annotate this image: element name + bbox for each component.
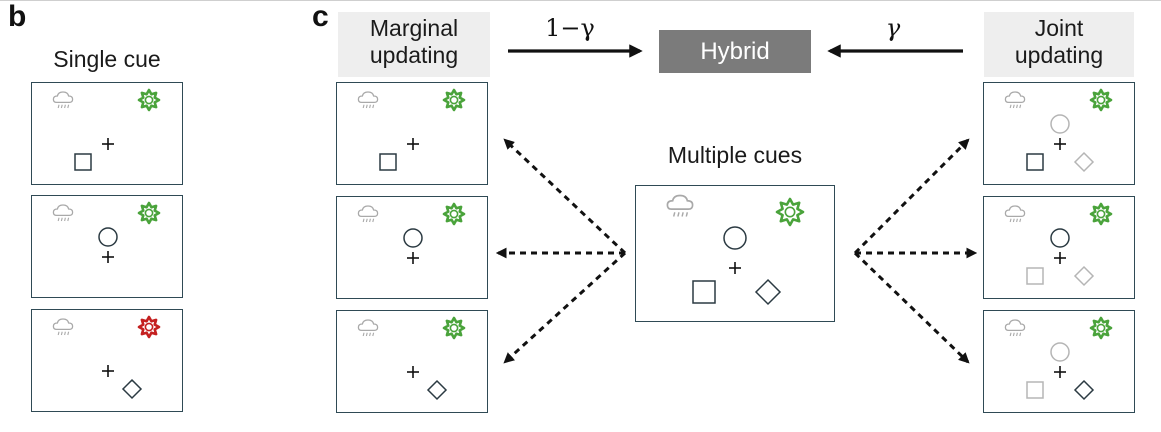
- circle-stimulus: [1050, 114, 1070, 134]
- sun-core: [449, 209, 459, 219]
- diamond-stimulus: [426, 379, 448, 401]
- circle-stimulus: [723, 226, 747, 250]
- panel-c-letter: c: [312, 0, 329, 33]
- multiple-cues-title: Multiple cues: [667, 142, 803, 168]
- diamond-stimulus: [754, 278, 782, 306]
- square-stimulus: [379, 153, 397, 171]
- rain-cloud-icon: [357, 319, 379, 337]
- sun-core: [144, 322, 154, 332]
- hybrid-box: Hybrid: [659, 30, 811, 73]
- panel-b-letter: b: [8, 0, 27, 33]
- rain-cloud-icon: [1004, 205, 1026, 223]
- rain-cloud-icon: [52, 318, 74, 336]
- square-stimulus: [74, 153, 92, 171]
- marginal-label-line2: updating: [369, 42, 459, 68]
- diamond-stimulus: [1073, 151, 1095, 173]
- joint-label-line1: Joint: [1034, 15, 1084, 41]
- sun-core: [1096, 323, 1106, 333]
- diamond-stimulus: [121, 378, 143, 400]
- rain-cloud-icon: [52, 91, 74, 109]
- sun-icon: [775, 197, 805, 227]
- sun-core: [449, 323, 459, 333]
- sun-icon: [1089, 88, 1113, 112]
- rain-cloud-icon: [1004, 319, 1026, 337]
- joint-updating-label: Joint updating: [984, 12, 1134, 77]
- circle-stimulus: [403, 228, 423, 248]
- marginal-frame-diamond: [336, 310, 488, 413]
- rain-cloud-icon: [1004, 91, 1026, 109]
- dashed-arrow-to-joint-top: [853, 138, 970, 255]
- dashed-arrow-to-joint-bottom: [853, 251, 970, 364]
- marginal-weight-label: 1−γ: [545, 14, 595, 42]
- sun-core: [1096, 95, 1106, 105]
- dashed-arrow-to-marginal-top: [503, 138, 627, 255]
- square-stimulus: [1026, 381, 1044, 399]
- sun-icon: [442, 88, 466, 112]
- dashed-arrow-to-marginal-bottom: [503, 251, 627, 364]
- sun-icon: [442, 316, 466, 340]
- sun-icon: [137, 315, 161, 339]
- sun-icon: [1089, 202, 1113, 226]
- single-cue-title: Single cue: [53, 46, 161, 72]
- sun-icon: [137, 201, 161, 225]
- sun-core: [784, 206, 796, 218]
- sun-core: [144, 95, 154, 105]
- rain-cloud-icon: [357, 91, 379, 109]
- rain-cloud-icon: [357, 205, 379, 223]
- diamond-stimulus: [1073, 265, 1095, 287]
- marginal-updating-label: Marginal updating: [338, 12, 490, 77]
- rain-cloud-icon: [52, 204, 74, 222]
- circle-stimulus: [1050, 342, 1070, 362]
- circle-stimulus: [98, 227, 118, 247]
- joint-label-line2: updating: [1014, 42, 1104, 68]
- square-stimulus: [692, 280, 716, 304]
- circle-stimulus: [1050, 228, 1070, 248]
- sun-icon: [137, 88, 161, 112]
- sun-core: [144, 208, 154, 218]
- sun-icon: [1089, 316, 1113, 340]
- sun-core: [1096, 209, 1106, 219]
- rain-cloud-icon: [666, 194, 694, 217]
- diamond-stimulus: [1073, 379, 1095, 401]
- sun-icon: [442, 202, 466, 226]
- square-stimulus: [1026, 267, 1044, 285]
- square-stimulus: [1026, 153, 1044, 171]
- top-border-line: [0, 0, 1161, 1]
- marginal-label-line1: Marginal: [369, 15, 459, 41]
- joint-weight-label: γ: [885, 14, 901, 42]
- sun-core: [449, 95, 459, 105]
